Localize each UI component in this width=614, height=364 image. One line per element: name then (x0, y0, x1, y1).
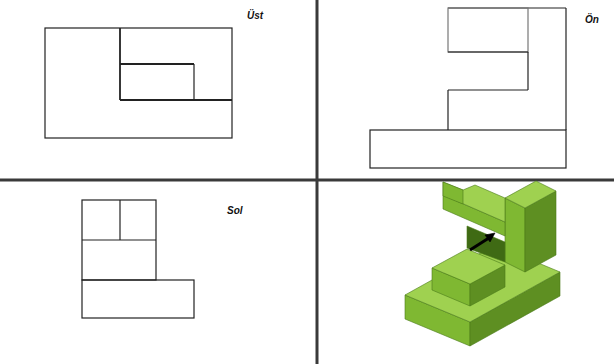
view-label: Üst (247, 10, 263, 21)
front-view (370, 8, 566, 168)
isometric-model (405, 181, 560, 346)
view-label: Ön (585, 14, 599, 25)
left-view (82, 200, 194, 318)
top-view (45, 28, 232, 138)
view-label: Sol (227, 205, 243, 216)
